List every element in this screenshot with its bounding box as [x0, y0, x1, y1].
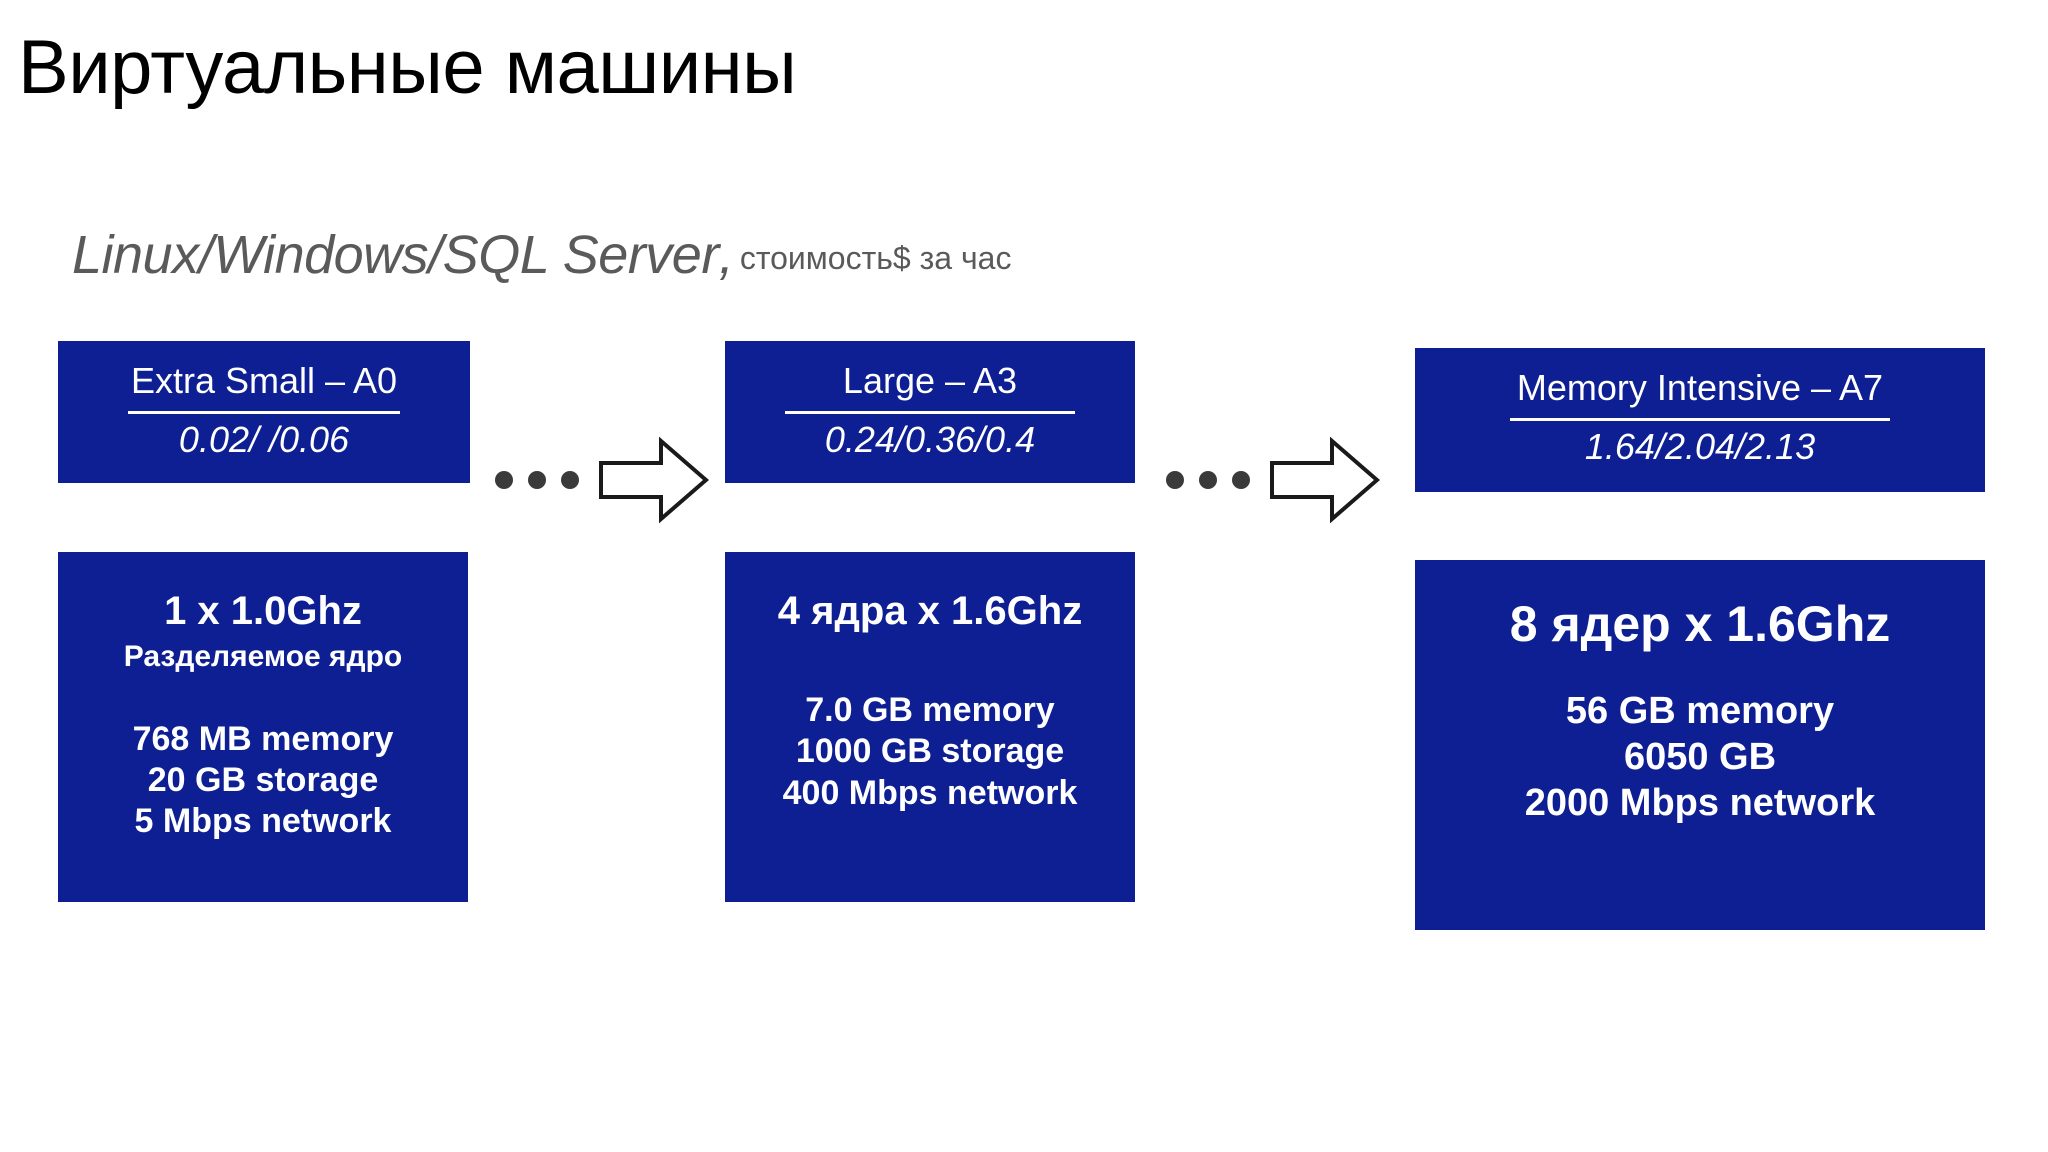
- card-spec-storage: 6050 GB: [1623, 735, 1777, 778]
- card-title: Extra Small – A0: [130, 360, 398, 401]
- card-price: 1.64/2.04/2.13: [1584, 425, 1816, 467]
- card-spec-storage: 20 GB storage: [147, 760, 379, 799]
- right-arrow-icon: [599, 437, 709, 523]
- subtitle-platforms: Linux/Windows/SQL Server: [72, 225, 719, 285]
- subtitle-separator: ,: [718, 225, 734, 285]
- dot-icon: [1232, 471, 1250, 489]
- card-title: Large – A3: [842, 360, 1018, 401]
- connector-2: [1166, 437, 1380, 523]
- card-spec-list: 768 MB memory 20 GB storage 5 Mbps netwo…: [58, 719, 468, 843]
- card-spec-memory: 7.0 GB memory: [805, 691, 1055, 729]
- card-spec-memory: 768 MB memory: [132, 719, 394, 758]
- card-detail-memory-intensive[interactable]: 8 ядер x 1.6Ghz 56 GB memory 6050 GB 200…: [1415, 560, 1985, 930]
- dot-icon: [1199, 471, 1217, 489]
- subtitle-pricing-note: стоимость$ за час: [739, 240, 1012, 276]
- dot-icon: [528, 471, 546, 489]
- card-title-divider: [785, 410, 1075, 414]
- card-spec-network: 5 Mbps network: [134, 802, 392, 841]
- card-price: 0.24/0.36/0.4: [824, 418, 1036, 460]
- card-header-memory-intensive[interactable]: Memory Intensive – A7 1.64/2.04/2.13: [1415, 348, 1985, 492]
- card-cpu: 8 ядер x 1.6Ghz: [1509, 596, 1891, 652]
- ellipsis-dots: [495, 471, 579, 489]
- card-detail-large[interactable]: 4 ядра x 1.6Ghz 7.0 GB memory 1000 GB st…: [725, 552, 1135, 902]
- page-title: Виртуальные машины: [18, 25, 797, 110]
- dot-icon: [495, 471, 513, 489]
- subtitle: Linux/Windows/SQL Server,стоимость$ за ч…: [72, 228, 1011, 282]
- dot-icon: [1166, 471, 1184, 489]
- card-header-large[interactable]: Large – A3 0.24/0.36/0.4: [725, 341, 1135, 483]
- card-spec-storage: 1000 GB storage: [795, 732, 1065, 771]
- card-spec-memory: 56 GB memory: [1565, 689, 1835, 732]
- card-spec-list: 56 GB memory 6050 GB 2000 Mbps network: [1415, 688, 1985, 827]
- ellipsis-dots: [1166, 471, 1250, 489]
- card-price: 0.02/ /0.06: [178, 418, 350, 460]
- card-title-divider: [1510, 417, 1890, 421]
- card-spec-network: 400 Mbps network: [782, 773, 1078, 812]
- card-spec-list: 7.0 GB memory 1000 GB storage 400 Mbps n…: [725, 690, 1135, 814]
- dot-icon: [561, 471, 579, 489]
- card-spec-network: 2000 Mbps network: [1524, 782, 1876, 825]
- card-title-divider: [128, 410, 400, 414]
- right-arrow-icon: [1270, 437, 1380, 523]
- card-header-extra-small[interactable]: Extra Small – A0 0.02/ /0.06: [58, 341, 470, 483]
- card-title: Memory Intensive – A7: [1516, 367, 1884, 408]
- card-cpu-note: Разделяемое ядро: [123, 640, 403, 673]
- card-cpu: 1 x 1.0Ghz: [164, 589, 362, 633]
- connector-1: [495, 437, 709, 523]
- card-detail-extra-small[interactable]: 1 x 1.0Ghz Разделяемое ядро 768 MB memor…: [58, 552, 468, 902]
- card-cpu: 4 ядра x 1.6Ghz: [777, 589, 1083, 633]
